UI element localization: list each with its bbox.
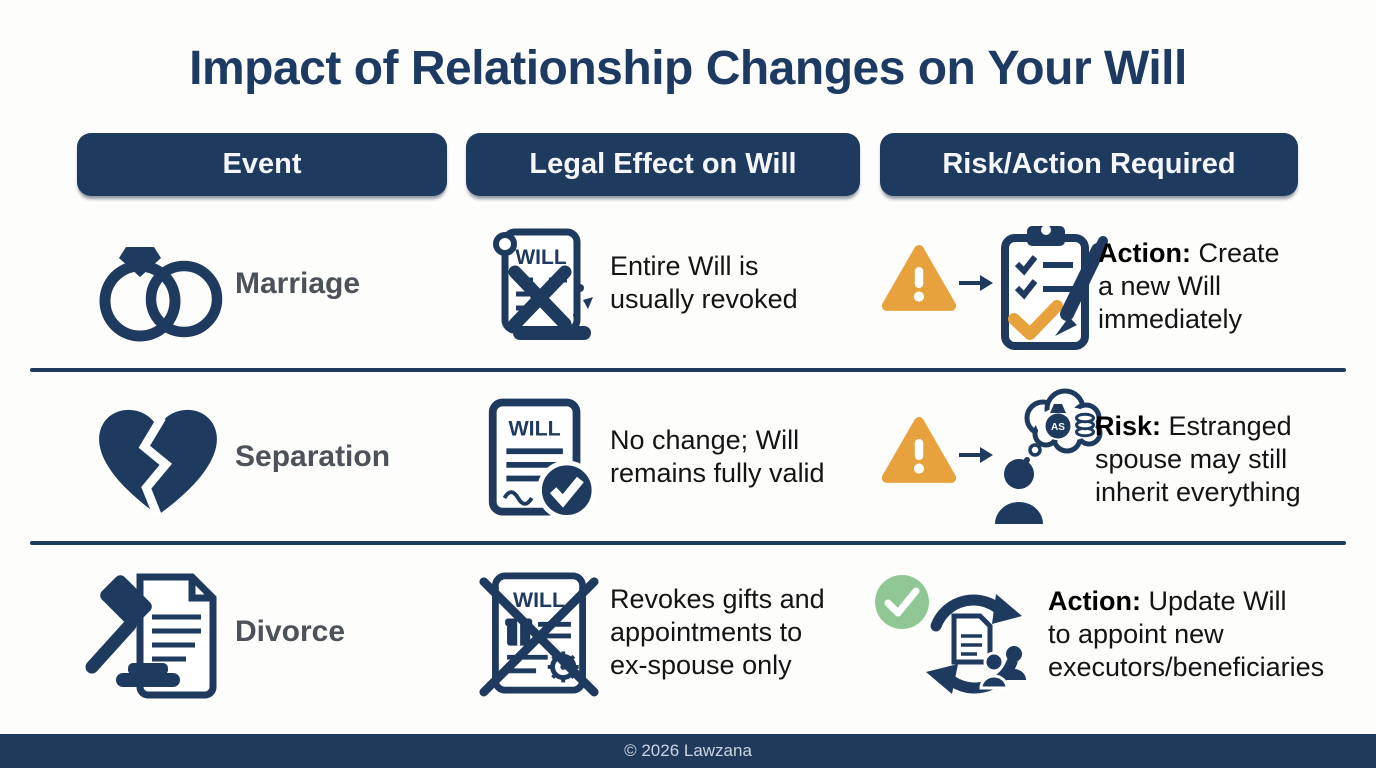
money-bag-text: AS xyxy=(1051,422,1065,433)
risk-text-divorce: Action: Update Will to appoint new execu… xyxy=(1048,586,1325,682)
clipboard-checklist-pen-icon xyxy=(997,222,1109,352)
will-revoked-scroll-icon: WILL xyxy=(483,222,598,350)
header-risk-action: Risk/Action Required xyxy=(880,133,1298,196)
will-text: WILL xyxy=(513,588,565,612)
event-label-separation: Separation xyxy=(235,440,391,473)
row-divider xyxy=(30,368,1346,372)
row-divider xyxy=(30,541,1346,545)
update-will-cycle-icon xyxy=(874,566,1044,704)
risk-text-marriage: Action: Create a new Will immediately xyxy=(1098,238,1280,334)
header-event-label: Event xyxy=(222,148,302,180)
risk-text-separation: Risk: Estranged spouse may still inherit… xyxy=(1095,411,1301,507)
header-event: Event xyxy=(77,133,447,196)
effect-text-separation: No change; Will remains fully valid xyxy=(610,425,825,488)
will-crossed-out-icon: WILL xyxy=(478,565,600,703)
arrow-right-icon xyxy=(957,272,995,294)
will-text: WILL xyxy=(508,417,560,441)
arrow-right-icon xyxy=(957,444,995,466)
risk-prefix: Action: xyxy=(1048,586,1141,616)
will-text: WILL xyxy=(515,246,566,269)
check-circle-icon xyxy=(875,575,929,629)
wedding-rings-icon xyxy=(92,225,232,347)
header-legal-effect: Legal Effect on Will xyxy=(466,133,860,196)
copyright-text: © 2026 Lawzana xyxy=(624,741,752,760)
warning-triangle-icon xyxy=(881,243,957,313)
will-valid-check-icon: WILL xyxy=(483,396,595,524)
effect-text-marriage: Entire Will is usually revoked xyxy=(610,251,798,314)
footer-bar: © 2026 Lawzana xyxy=(0,734,1376,768)
person-thinking-assets-icon: AS xyxy=(993,388,1111,526)
risk-prefix: Action: xyxy=(1098,238,1191,268)
warning-triangle-icon xyxy=(881,415,957,485)
header-risk-action-label: Risk/Action Required xyxy=(942,148,1236,180)
event-label-divorce: Divorce xyxy=(235,615,346,648)
risk-prefix: Risk: xyxy=(1095,411,1162,441)
gavel-document-icon xyxy=(80,565,235,700)
broken-heart-icon xyxy=(88,398,228,520)
effect-text-divorce: Revokes gifts and appointments to ex-spo… xyxy=(610,584,825,680)
page-title: Impact of Relationship Changes on Your W… xyxy=(189,42,1187,95)
event-label-marriage: Marriage xyxy=(235,267,361,300)
header-legal-effect-label: Legal Effect on Will xyxy=(529,148,797,180)
